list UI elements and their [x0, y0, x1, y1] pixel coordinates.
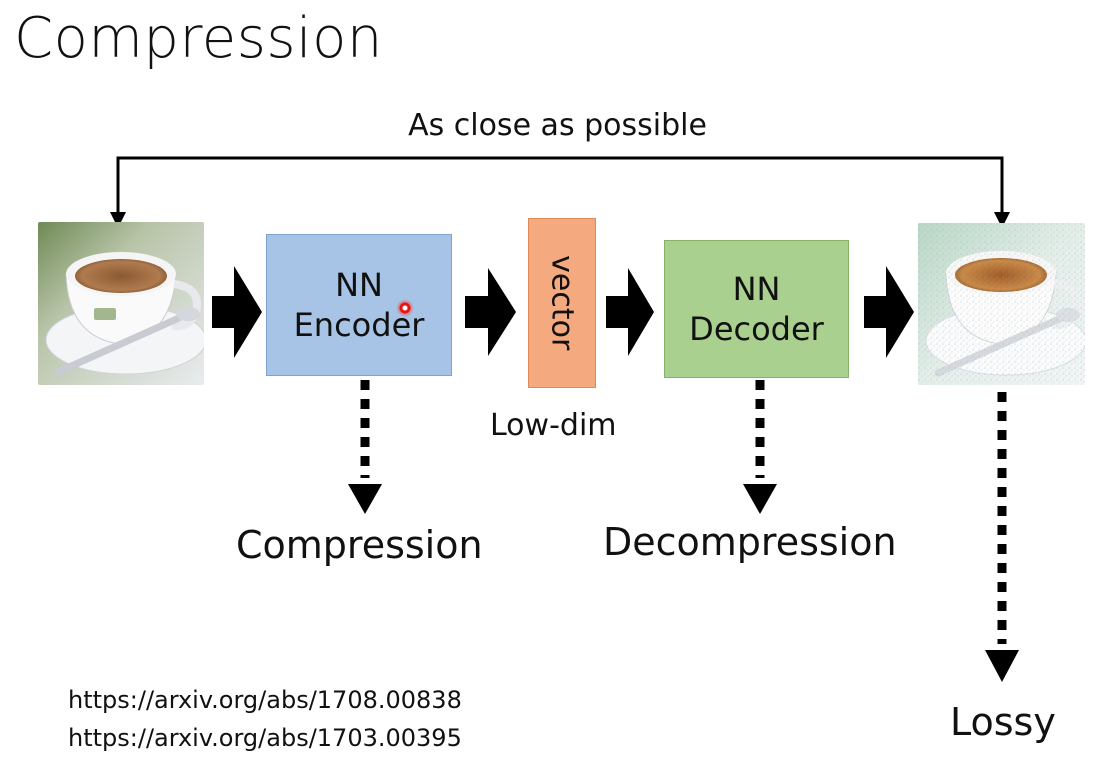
coffee-cup-photo-icon: [38, 222, 204, 385]
arrow-encoder-to-vector: [465, 268, 516, 356]
arrowhead-compression: [348, 484, 382, 514]
vector-label: vector: [544, 255, 580, 351]
compression-caption: Compression: [236, 523, 483, 567]
laser-pointer-icon: [396, 299, 414, 317]
encoder-label-nn: NN: [335, 266, 383, 304]
as-close-as-possible-label: As close as possible: [408, 108, 707, 143]
noisy-coffee-cup-photo-icon: [918, 223, 1085, 385]
arrow-decoder-to-output: [864, 266, 914, 358]
feedback-arrowhead-left: [110, 212, 126, 228]
slide-title: Compression: [14, 6, 383, 71]
decompression-caption: Decompression: [603, 520, 897, 564]
nn-decoder-box: NN Decoder: [664, 240, 849, 378]
reference-link-2[interactable]: https://arxiv.org/abs/1703.00395: [68, 724, 462, 752]
arrow-input-to-encoder: [212, 266, 262, 358]
decoder-label-nn: NN: [732, 270, 781, 308]
input-image: [38, 222, 204, 385]
arrow-vector-to-decoder: [606, 268, 654, 356]
reference-link-1[interactable]: https://arxiv.org/abs/1708.00838: [68, 686, 462, 714]
feedback-loop-line: [116, 156, 1004, 222]
decoder-label-decoder: Decoder: [689, 310, 824, 348]
output-image: [918, 223, 1085, 385]
arrowhead-lossy: [985, 650, 1019, 682]
lossy-caption: Lossy: [950, 700, 1056, 744]
arrowhead-decompression: [743, 484, 777, 514]
feedback-arrowhead-right: [994, 212, 1010, 228]
nn-encoder-box: NN Encoder: [266, 234, 452, 376]
vector-box: vector: [528, 218, 596, 388]
low-dim-label: Low-dim: [490, 408, 617, 443]
